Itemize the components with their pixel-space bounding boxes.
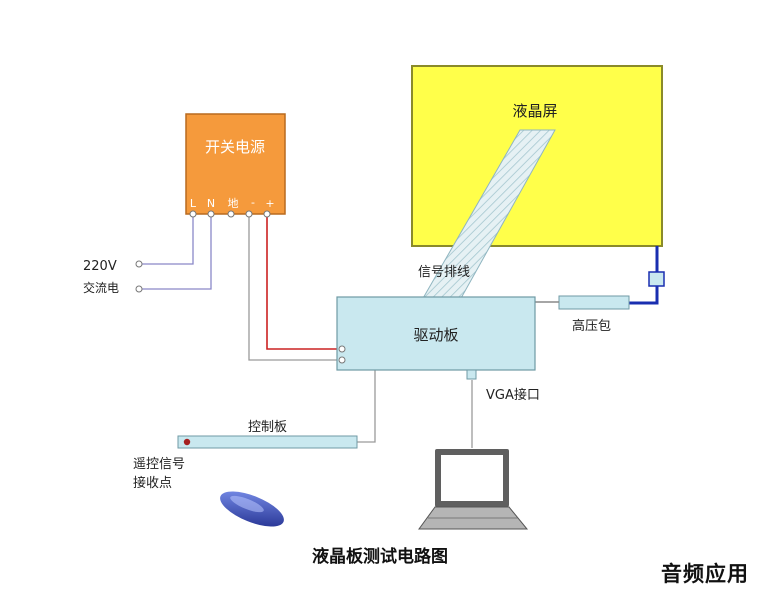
power-supply: 开关电源 L N 地 - + bbox=[185, 113, 286, 215]
diagram-caption: 液晶板测试电路图 bbox=[312, 546, 448, 567]
control-board: 控制板 bbox=[177, 420, 358, 449]
mains-type-label: 交流电 bbox=[83, 280, 119, 295]
signal-cable-label: 信号排线 bbox=[418, 265, 470, 280]
ir-receiver-label-line1: 遥控信号 bbox=[133, 457, 185, 472]
terminal-l-label: L bbox=[190, 197, 197, 210]
watermark-text: 音频应用 bbox=[661, 562, 749, 586]
inverter-wire bbox=[628, 246, 665, 305]
ground-wire bbox=[248, 214, 340, 361]
driver-board-label: 驱动板 bbox=[413, 326, 458, 344]
terminal-connectors bbox=[135, 210, 271, 293]
lcd-panel-label: 液晶屏 bbox=[512, 102, 557, 120]
terminal-plus-label: + bbox=[265, 197, 274, 210]
remote-control-icon bbox=[220, 491, 284, 527]
mains-wires bbox=[141, 214, 212, 290]
control-board-label: 控制板 bbox=[248, 420, 287, 435]
terminal-ground-label: 地 bbox=[228, 197, 239, 210]
terminal-n-label: N bbox=[207, 197, 215, 210]
mains-voltage-label: 220V bbox=[83, 259, 117, 274]
vga-port-label: VGA接口 bbox=[486, 387, 540, 403]
laptop-icon bbox=[418, 449, 529, 530]
inverter: 高压包 bbox=[535, 295, 630, 334]
power-supply-label: 开关电源 bbox=[205, 138, 265, 156]
positive-wire bbox=[266, 214, 340, 350]
driver-board: 驱动板 bbox=[336, 296, 536, 380]
inverter-label: 高压包 bbox=[572, 318, 611, 334]
terminal-minus-label: - bbox=[251, 196, 255, 209]
control-wire bbox=[357, 370, 376, 443]
ir-receiver-label-line2: 接收点 bbox=[133, 475, 172, 491]
